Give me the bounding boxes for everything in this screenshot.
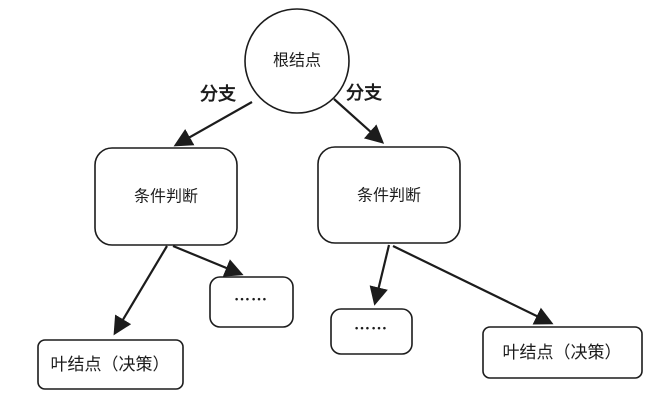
arrow-root-to-right-condition [333, 98, 385, 144]
leaf-left-box [37, 339, 184, 390]
leaf-right-box [482, 326, 643, 379]
arrow-root-to-left-condition [173, 101, 253, 147]
condition-right-label: 条件判断 [357, 187, 421, 205]
ellipsis-right-label: …… [354, 317, 388, 334]
branch-left-label: 分支 [200, 83, 237, 104]
condition-left-box [94, 147, 238, 246]
arrow-left-condition-to-left-leaf [113, 245, 168, 336]
leaf-right-label: 叶结点（决策） [503, 343, 622, 362]
ellipsis-left-label: …… [234, 288, 268, 305]
arrow-right-condition-to-right-leaf [392, 245, 554, 325]
ellipsis-right-box [330, 308, 413, 355]
condition-left-label: 条件判断 [134, 188, 198, 206]
condition-right-box [317, 146, 461, 244]
root-node-label: 根结点 [273, 52, 321, 70]
arrow-left-condition-to-left-ellipsis [172, 244, 244, 277]
branch-right-label: 分支 [346, 82, 383, 103]
connector-arrows [113, 98, 554, 336]
root-node-circle [244, 8, 350, 114]
arrow-right-condition-to-right-ellipsis [369, 244, 391, 306]
leaf-left-label: 叶结点（决策） [51, 355, 170, 374]
ellipsis-left-box [209, 276, 294, 328]
